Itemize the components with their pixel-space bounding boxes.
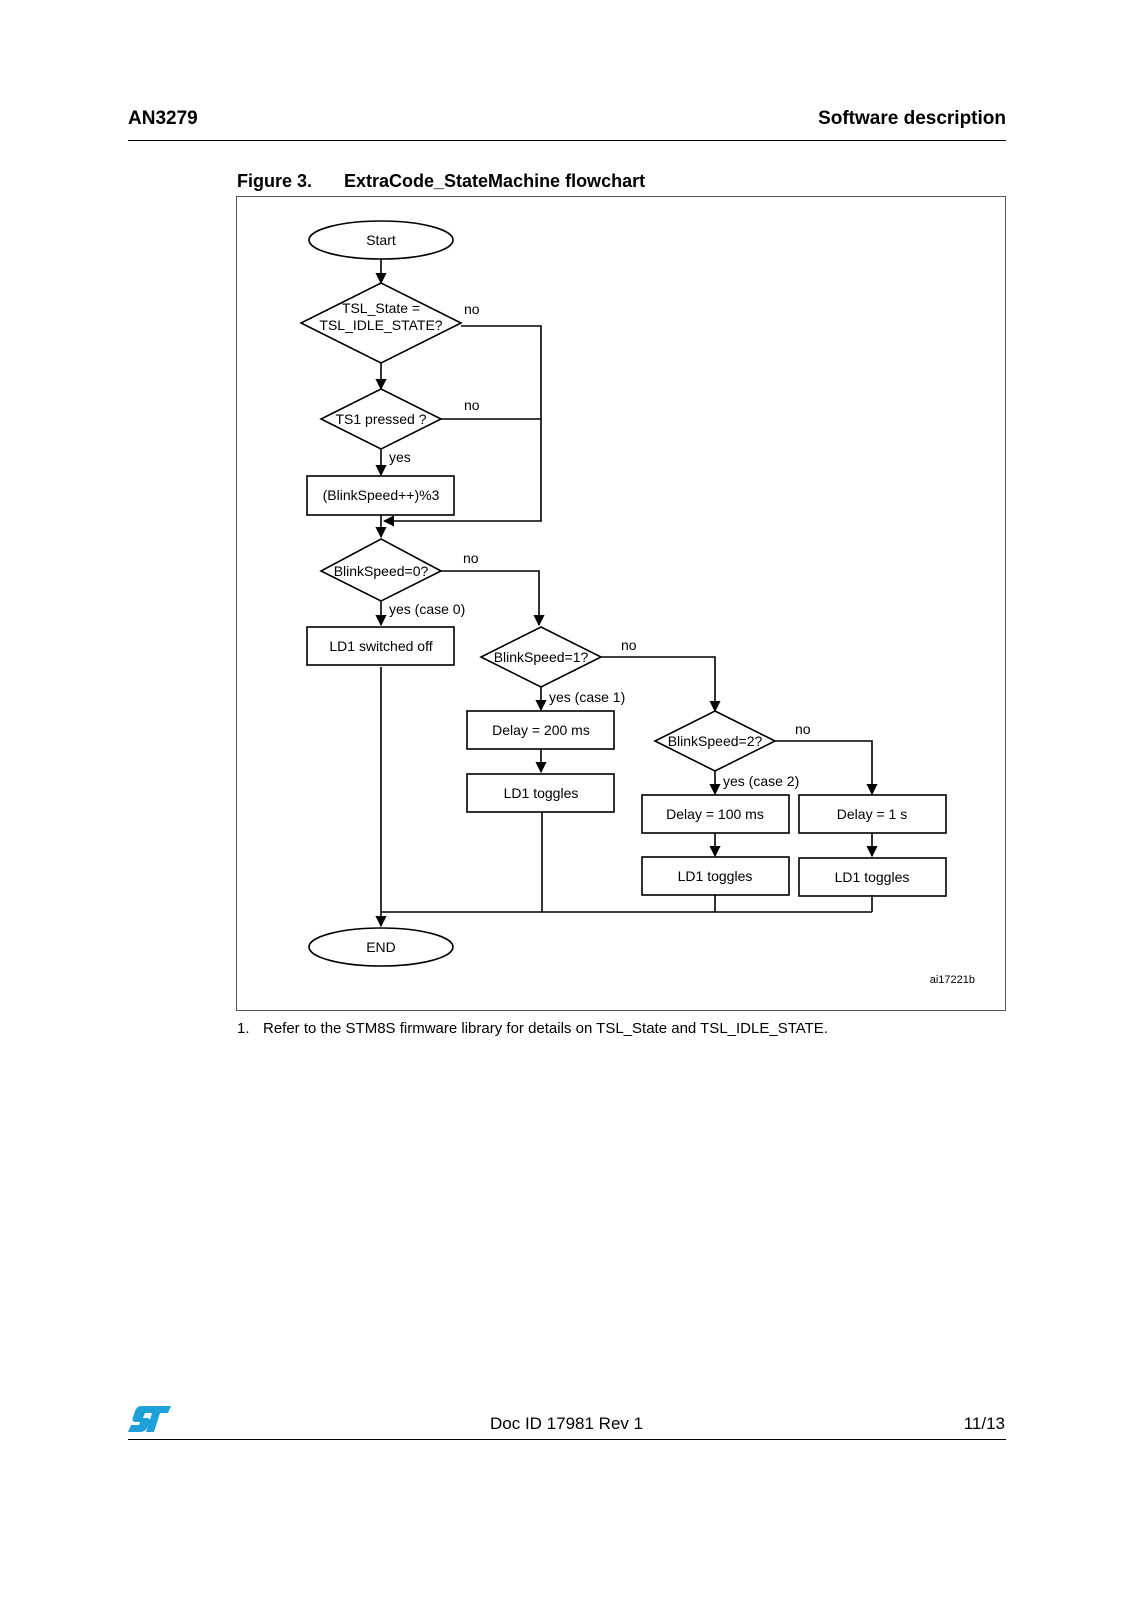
process-delay-200 bbox=[466, 710, 615, 750]
blinkspeed-0-label: BlinkSpeed=0? bbox=[334, 563, 429, 579]
delay-1s-label: Delay = 1 s bbox=[837, 806, 907, 822]
edge-label-no-1: no bbox=[464, 301, 480, 317]
edge-label-no-5: no bbox=[795, 721, 811, 737]
process-ld1-toggles-2 bbox=[641, 856, 790, 896]
ld1-off-label: LD1 switched off bbox=[329, 638, 432, 654]
st-logo-icon bbox=[128, 1406, 171, 1432]
footnote: 1. Refer to the STM8S firmware library fo… bbox=[237, 1020, 828, 1037]
process-ld1-off bbox=[306, 626, 455, 666]
tsl-state-label-line2: TSL_IDLE_STATE? bbox=[319, 317, 442, 333]
end-terminal bbox=[308, 927, 454, 967]
decision-ts1-pressed bbox=[319, 388, 443, 450]
figure-title: ExtraCode_StateMachine flowchart bbox=[344, 171, 646, 191]
decision-blinkspeed-0 bbox=[319, 538, 443, 602]
blinkspeed-1-label: BlinkSpeed=1? bbox=[494, 649, 589, 665]
start-terminal bbox=[308, 220, 454, 260]
ld1-toggles-1-label: LD1 toggles bbox=[504, 785, 579, 801]
ts1-pressed-label: TS1 pressed ? bbox=[335, 411, 426, 427]
decision-blinkspeed-1 bbox=[479, 626, 603, 688]
header-section-title: Software description bbox=[818, 108, 1006, 129]
figure-number: Figure 3. bbox=[237, 171, 313, 191]
footnote-number: 1. bbox=[237, 1020, 250, 1037]
edge-label-yes-case1: yes (case 1) bbox=[549, 689, 625, 705]
flowchart: Start TSL_State = TSL_IDLE_STATE? TS1 pr… bbox=[299, 220, 975, 986]
footnote-text: Refer to the STM8S firmware library for … bbox=[263, 1020, 828, 1037]
ld1-toggles-2-label: LD1 toggles bbox=[678, 868, 753, 884]
process-ld1-toggles-3 bbox=[798, 857, 947, 897]
delay-100-label: Delay = 100 ms bbox=[666, 806, 764, 822]
edge-d4-no bbox=[601, 656, 721, 713]
header-doc-number: AN3279 bbox=[128, 108, 198, 129]
footer-doc-id: Doc ID 17981 Rev 1 bbox=[490, 1414, 644, 1433]
process-delay-100 bbox=[641, 794, 790, 834]
blinkspeed-2-label: BlinkSpeed=2? bbox=[668, 733, 763, 749]
edge-label-no-3: no bbox=[463, 550, 479, 566]
process-ld1-toggles-1 bbox=[466, 773, 615, 813]
process-blinkspeed-increment bbox=[306, 475, 455, 516]
ld1-toggles-3-label: LD1 toggles bbox=[835, 869, 910, 885]
process-delay-1s bbox=[798, 794, 947, 834]
edge-label-yes-case2: yes (case 2) bbox=[723, 773, 799, 789]
footer-rule bbox=[128, 1439, 1006, 1440]
edge-label-no-4: no bbox=[621, 637, 637, 653]
edge-d1-no bbox=[382, 325, 542, 527]
figure-id: ai17221b bbox=[930, 974, 975, 986]
start-label: Start bbox=[366, 232, 396, 248]
flowchart-frame: Start TSL_State = TSL_IDLE_STATE? TS1 pr… bbox=[236, 196, 1006, 1011]
edge-d3-no bbox=[441, 570, 545, 627]
decision-blinkspeed-2 bbox=[653, 710, 777, 772]
delay-200-label: Delay = 200 ms bbox=[492, 722, 590, 738]
edge-d5-no bbox=[775, 740, 878, 796]
end-label: END bbox=[366, 939, 396, 955]
header-rule bbox=[128, 140, 1006, 141]
blinkspeed-increment-label: (BlinkSpeed++)%3 bbox=[323, 487, 440, 503]
tsl-state-label-line1: TSL_State = bbox=[342, 300, 420, 316]
edge-label-yes-case0: yes (case 0) bbox=[389, 601, 465, 617]
edge-label-yes: yes bbox=[389, 449, 411, 465]
footer-page-number: 11/13 bbox=[963, 1414, 1005, 1433]
decision-tsl-state bbox=[299, 282, 463, 364]
edge-label-no-2: no bbox=[464, 397, 480, 413]
